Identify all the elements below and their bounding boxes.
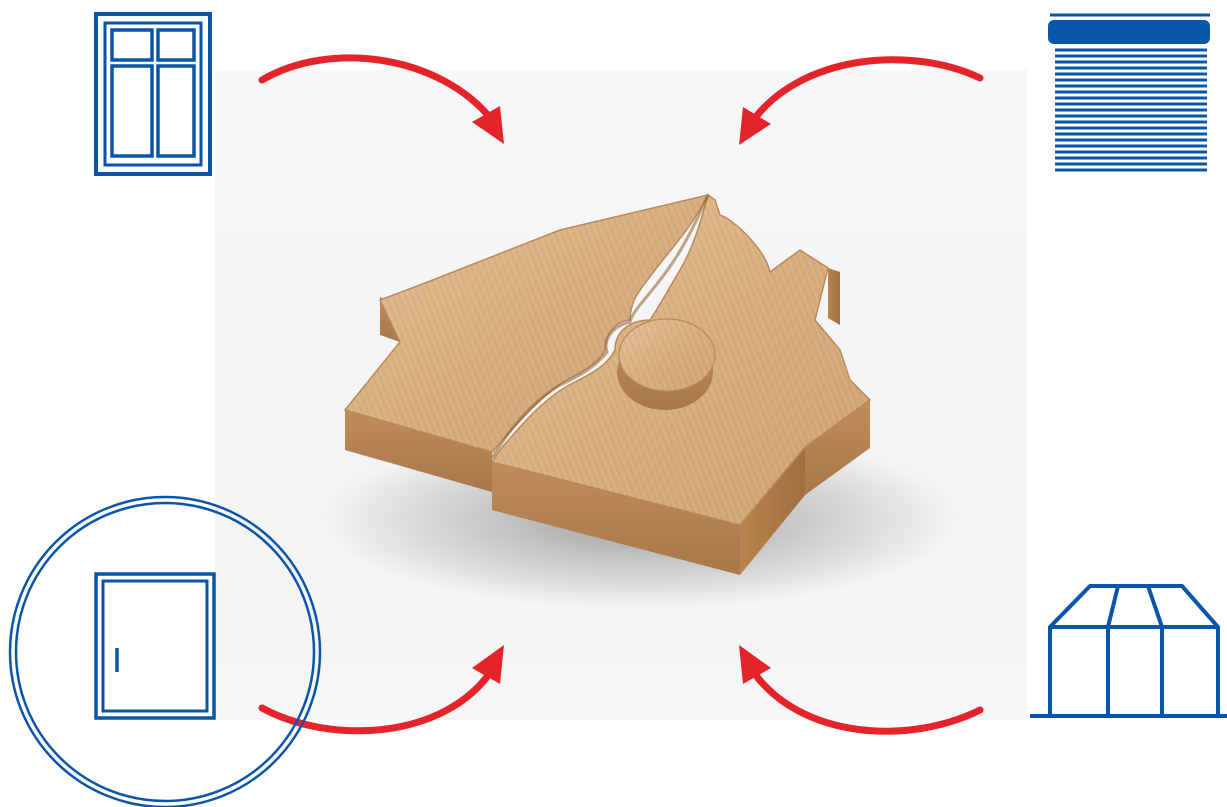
conservatory-icon [1030,586,1227,716]
arrow-shutter-to-house [739,60,980,145]
puzzle-knob [617,319,715,410]
arrow-window-to-house [262,58,504,144]
wooden-house-puzzle [320,195,960,610]
highlight-circle [10,497,320,807]
roller-shutter-icon [1048,15,1210,170]
window-icon [96,14,210,174]
arrow-conservatory-to-house [739,645,980,731]
door-icon [10,497,320,807]
